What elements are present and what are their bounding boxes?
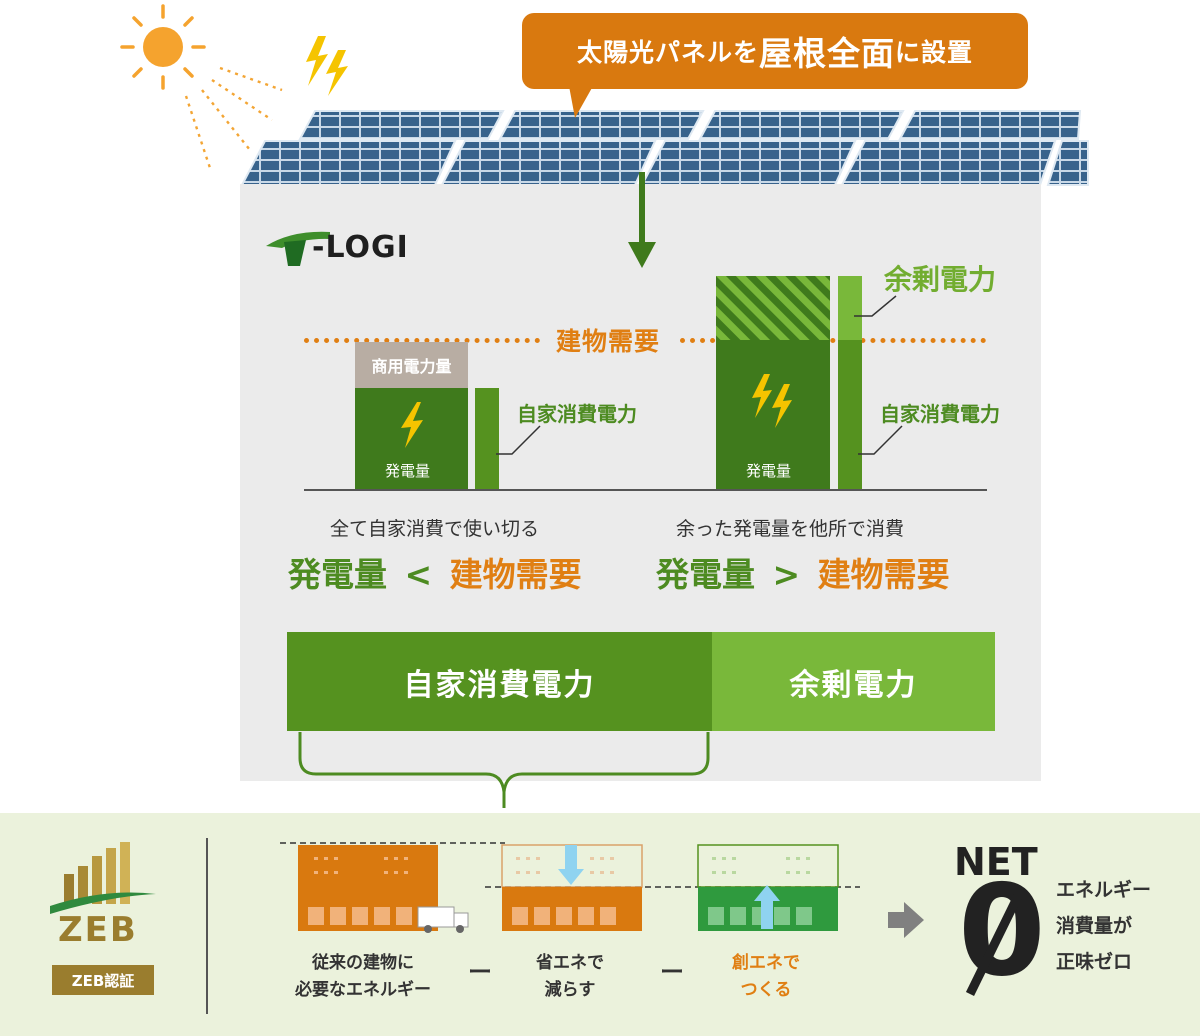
right-caption: 余った発電量を他所で消費 (676, 518, 905, 540)
right-generation-bar (716, 340, 830, 489)
callout-bubble: 太陽光パネルを屋根全面に設置 (522, 13, 1028, 89)
right-surplus-leader (854, 295, 897, 317)
right-formula-a: 発電量 (656, 555, 755, 594)
right-formula: 発電量 > 建物需要 (656, 548, 950, 596)
demand-line-left (304, 338, 540, 343)
t-logi-logo-text: -LOGI (312, 230, 409, 265)
left-generation-label: 発電量 (385, 462, 431, 480)
left-self-consumption-label: 自家消費電力 (517, 402, 637, 426)
zeb-badge: ZEB認証 (52, 965, 154, 995)
zeb-step-2-line-1: 省エネで (536, 953, 604, 973)
zeb-step-3-caption: 創エネで つくる (696, 950, 836, 1004)
chart-baseline (304, 489, 987, 491)
demand-line-right (680, 338, 986, 343)
t-logi-logo-mark (266, 231, 330, 266)
left-formula-b: 建物需要 (449, 555, 582, 594)
split-bar-self: 自家消費電力 (287, 632, 712, 731)
split-bar-self-label: 自家消費電力 (403, 667, 596, 703)
zeb-logo-text: ZEB (58, 910, 138, 950)
bracket (298, 732, 710, 808)
callout-text-1: 太陽光パネルを (576, 38, 759, 67)
left-formula: 発電量 < 建物需要 (288, 548, 582, 596)
surplus-hatched-bar (716, 276, 830, 340)
zeb-step-1-line-2: 必要なエネルギー (295, 980, 431, 1000)
callout-text-2: 屋根全面 (759, 34, 895, 73)
right-arrow-icon (888, 902, 924, 938)
commercial-power-label: 商用電力量 (371, 357, 452, 376)
right-surplus-label: 余剰電力 (884, 263, 997, 296)
zero-slash (965, 894, 1023, 996)
zeb-step-1-caption: 従来の建物に 必要なエネルギー (288, 950, 438, 1004)
right-formula-b: 建物需要 (817, 555, 950, 594)
net-label: NET (954, 840, 1038, 884)
zeb-building-icon (50, 842, 156, 914)
zeb-minus-1: ー (468, 958, 492, 986)
zeb-step-2-caption: 省エネで 減らす (500, 950, 640, 1004)
split-bar-surplus: 余剰電力 (712, 632, 995, 731)
right-surplus-thin-bar (838, 276, 862, 340)
truck-icon (417, 906, 469, 933)
right-formula-op: > (772, 555, 801, 594)
zeb-step-2-line-2: 減らす (544, 980, 596, 1000)
zeb-result-line-1: エネルギー (1056, 879, 1152, 901)
zeb-step-3-line-1: 創エネで (732, 953, 800, 973)
right-generation-label: 発電量 (746, 462, 792, 480)
zeb-step-1-line-1: 従来の建物に (312, 953, 414, 973)
sun-icon (120, 4, 206, 90)
left-leader-line (496, 425, 541, 455)
callout-tail (569, 86, 593, 118)
zeb-result-line-3: 正味ゼロ (1056, 951, 1133, 973)
zeb-divider (206, 838, 208, 1014)
demand-line-label: 建物需要 (556, 327, 661, 356)
left-formula-op: < (404, 555, 433, 594)
commercial-power-bar: 商用電力量 (355, 342, 468, 388)
left-self-consumption-bar (475, 388, 499, 489)
split-bar-surplus-label: 余剰電力 (789, 667, 918, 703)
right-self-consumption-label: 自家消費電力 (880, 402, 1000, 426)
sun-rays (184, 66, 283, 169)
zeb-result-line-2: 消費量が (1056, 915, 1133, 937)
lightning-icon (306, 36, 348, 96)
down-arrow-icon (628, 172, 656, 268)
zeb-minus-2: ー (660, 958, 684, 986)
left-caption: 全て自家消費で使い切る (330, 518, 540, 540)
zeb-step-3-line-2: つくる (740, 980, 792, 1000)
callout-text-3: に設置 (895, 38, 974, 67)
zeb-result: エネルギー 消費量が 正味ゼロ (1056, 872, 1151, 980)
lightning-icon (752, 374, 792, 428)
solar-panels (240, 110, 1089, 186)
left-formula-a: 発電量 (288, 555, 387, 594)
right-self-leader (858, 425, 903, 455)
zeb-badge-text: ZEB認証 (71, 971, 135, 990)
right-self-consumption-bar (838, 340, 862, 489)
left-generation-bar (355, 388, 468, 489)
lightning-icon (401, 402, 423, 448)
zeb-steps-diagram (280, 842, 860, 933)
